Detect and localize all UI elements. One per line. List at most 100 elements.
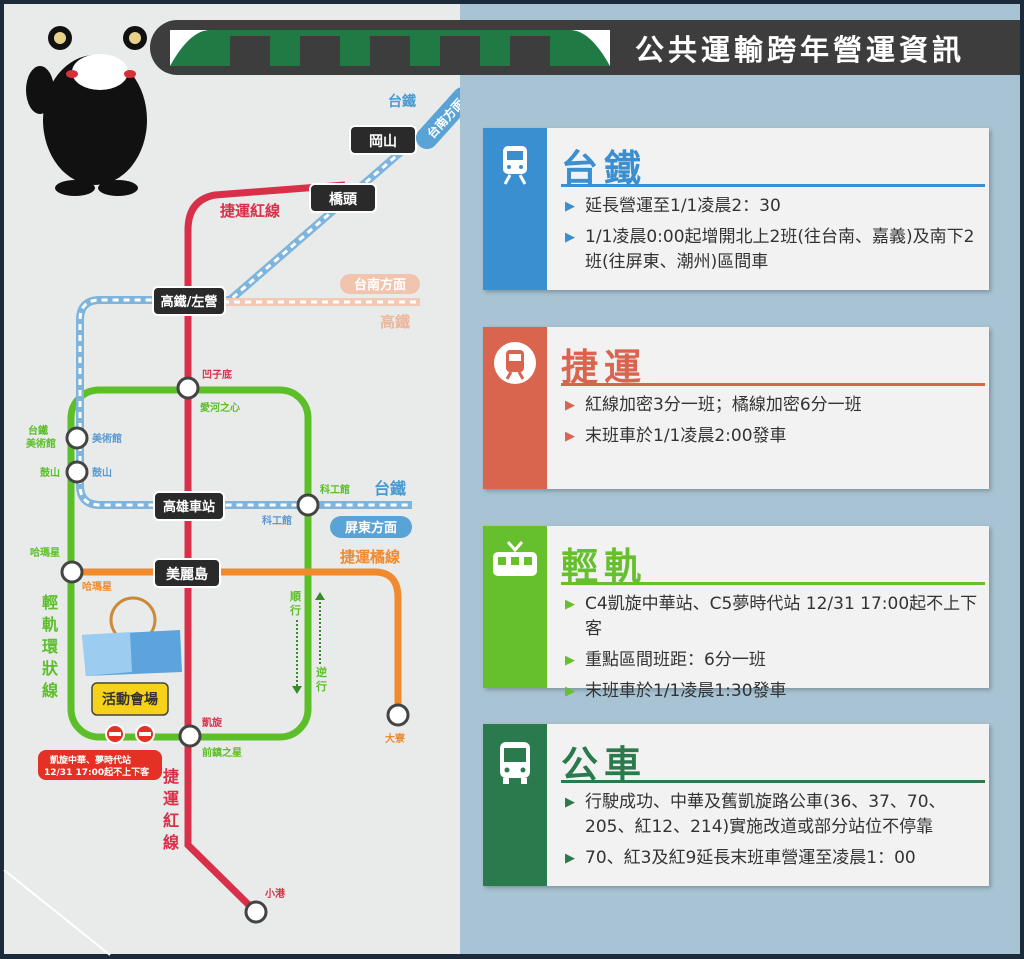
train-graphic-icon	[170, 30, 610, 66]
card-tra: 台鐵 ▶延長營運至1/1凌晨2：30 ▶1/1凌晨0:00起增開北上2班(往台南…	[483, 128, 989, 290]
light-rail-icon	[493, 541, 537, 576]
list-item: ▶行駛成功、中華及舊凱旋路公車(36、37、70、205、紅12、214)實施改…	[565, 792, 946, 837]
svg-text:紅: 紅	[163, 811, 179, 830]
train-icon	[503, 146, 527, 185]
svg-text:狀: 狀	[42, 659, 59, 678]
label-xiaogang: 小港	[264, 887, 286, 900]
card-metro: 捷運 ▶紅線加密3分一班；橘線加密6分一班 ▶末班車於1/1凌晨2:00發車	[483, 327, 989, 489]
red-line-vertical-label: 捷運紅線	[163, 767, 180, 852]
label-aozidi: 凹子底	[202, 368, 232, 381]
svg-text:環: 環	[42, 637, 59, 656]
tra-top-label: 台鐵	[388, 93, 416, 110]
label-lrt-hamaxing: 哈瑪星	[30, 546, 60, 559]
svg-text:12/31 17:00起不上下客: 12/31 17:00起不上下客	[44, 766, 150, 778]
label-orange-hamaxing: 哈瑪星	[82, 580, 112, 593]
svg-text:線: 線	[163, 833, 179, 852]
svg-text:屏東方面: 屏東方面	[345, 520, 397, 536]
label-clockwise-2: 行	[289, 603, 301, 617]
list-item: ▶1/1凌晨0:00起增開北上2班(往台南、嘉義)及南下2班(往屏東、潮州)區間…	[565, 227, 975, 272]
station-circles	[60, 376, 410, 924]
label-lrt-gushan: 鼓山	[40, 466, 60, 479]
arrow-up-icon	[315, 592, 325, 600]
label-tra-museum: 美術館	[92, 432, 122, 445]
label-clockwise-1: 順	[290, 589, 302, 603]
venue-badge: 活動會場	[91, 682, 169, 716]
no-stop-icon	[105, 724, 155, 744]
list-item: ▶延長營運至1/1凌晨2：30	[565, 196, 781, 216]
tra-line-label: 台鐵	[374, 479, 406, 498]
list-item: ▶C4凱旋中華站、C5夢時代站 12/31 17:00起不上下客	[565, 594, 978, 639]
svg-text:高鐵/左營: 高鐵/左營	[161, 294, 218, 310]
arrow-down-icon	[292, 686, 302, 694]
header-bar: 公共運輸跨年營運資訊	[150, 20, 1020, 75]
red-line	[184, 181, 346, 915]
title-underline	[561, 383, 985, 386]
station-gushan[interactable]	[65, 460, 89, 484]
card-bus: 公車 ▶行駛成功、中華及舊凱旋路公車(36、37、70、205、紅12、214)…	[483, 724, 989, 886]
card-title: 台鐵	[561, 147, 647, 190]
svg-text:活動會場: 活動會場	[102, 691, 158, 708]
label-tra-kegong: 科工館	[262, 514, 292, 527]
title-underline	[561, 582, 985, 585]
label-kaixuan: 凱旋	[202, 716, 223, 729]
label-qianzhen: 前鎮之星	[202, 746, 242, 759]
svg-text:運: 運	[163, 789, 179, 808]
svg-text:橋頭: 橋頭	[329, 191, 358, 208]
orange-line	[72, 568, 402, 715]
list-item: ▶70、紅3及紅9延長末班車營運至凌晨1：00	[565, 848, 916, 868]
hsr-line-label: 高鐵	[380, 313, 410, 331]
svg-text:輕: 輕	[42, 593, 58, 612]
label-daliao: 大寮	[385, 732, 406, 745]
label-lrt-kegong: 科工館	[320, 483, 350, 496]
svg-text:美麗島: 美麗島	[166, 566, 208, 583]
item-list: ▶延長營運至1/1凌晨2：30 ▶1/1凌晨0:00起增開北上2班(往台南、嘉義…	[563, 194, 983, 281]
list-item: ▶末班車於1/1凌晨1:30發車	[565, 681, 787, 701]
station-museum[interactable]	[65, 426, 89, 450]
station-formosa[interactable]: 美麗島	[153, 558, 221, 588]
station-zuoying[interactable]: 高鐵/左營	[152, 286, 226, 316]
label-lrt-museum-2: 美術館	[26, 437, 56, 450]
station-kaixuan[interactable]	[178, 724, 202, 748]
page-title: 公共運輸跨年營運資訊	[635, 33, 966, 67]
label-lrt-museum-1: 台鐵	[28, 424, 48, 437]
venue-illustration-icon	[82, 596, 182, 676]
title-underline	[561, 184, 985, 187]
label-counter-1: 逆	[316, 665, 327, 679]
svg-text:軌: 軌	[42, 615, 58, 634]
station-xiaogang[interactable]	[244, 900, 268, 924]
station-okayama[interactable]: 岡山	[349, 125, 417, 155]
bus-icon	[500, 742, 530, 784]
tra-line-dash	[78, 98, 460, 507]
mascot-bear-icon	[26, 26, 147, 196]
card-title: 輕軌	[561, 545, 647, 588]
station-kegong[interactable]	[296, 493, 320, 517]
svg-text:凱旋中華、夢時代站: 凱旋中華、夢時代站	[50, 754, 131, 766]
list-item: ▶紅線加密3分一班；橘線加密6分一班	[565, 395, 862, 415]
station-hamaxing[interactable]	[60, 560, 84, 584]
metro-icon	[494, 342, 536, 384]
station-qiaotou[interactable]: 橋頭	[309, 183, 377, 213]
list-item: ▶末班車於1/1凌晨2:00發車	[565, 426, 787, 446]
svg-text:岡山: 岡山	[369, 134, 397, 150]
label-aihe: 愛河之心	[200, 401, 240, 414]
svg-text:線: 線	[42, 681, 58, 700]
station-aozidi[interactable]	[176, 376, 200, 400]
item-list: ▶C4凱旋中華站、C5夢時代站 12/31 17:00起不上下客 ▶重點區間班距…	[563, 592, 983, 710]
badge-tainan-hsr: 台南方面	[340, 274, 420, 294]
svg-text:捷: 捷	[163, 767, 180, 786]
label-tra-gushan: 鼓山	[92, 466, 112, 479]
card-title: 捷運	[561, 346, 647, 389]
list-item: ▶重點區間班距：6分一班	[565, 650, 766, 670]
badge-pingtung: 屏東方面	[330, 516, 412, 538]
station-daliao[interactable]	[386, 703, 410, 727]
svg-text:高雄車站: 高雄車站	[163, 499, 215, 515]
decor-line	[3, 869, 111, 956]
svg-text:台南方面: 台南方面	[354, 277, 406, 293]
station-kaohsiung-main[interactable]: 高雄車站	[153, 491, 225, 521]
title-underline	[561, 780, 985, 783]
card-light-rail: 輕軌 ▶C4凱旋中華站、C5夢時代站 12/31 17:00起不上下客 ▶重點區…	[483, 526, 989, 701]
red-line-label: 捷運紅線	[220, 202, 280, 220]
item-list: ▶行駛成功、中華及舊凱旋路公車(36、37、70、205、紅12、214)實施改…	[563, 790, 983, 877]
